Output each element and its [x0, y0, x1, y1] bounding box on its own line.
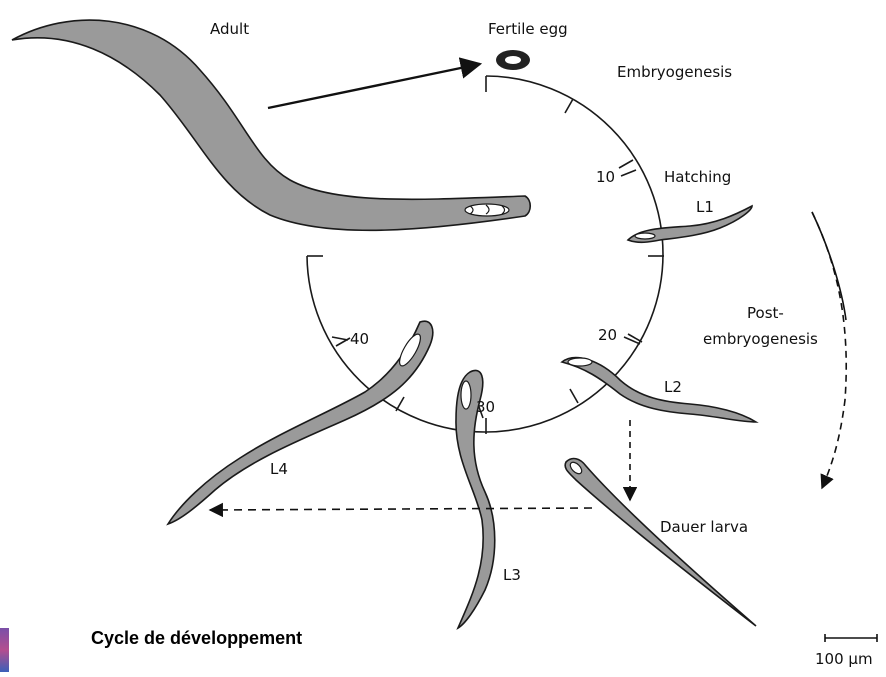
- scale-bar: [824, 634, 878, 642]
- dial-tick: [570, 389, 578, 403]
- adult-worm: [12, 20, 530, 230]
- dauer-larva: [565, 459, 756, 626]
- label-post-line1: Post-: [747, 304, 784, 322]
- label-l4: L4: [270, 460, 288, 478]
- tick-label-30: 30: [476, 398, 495, 416]
- tick-label-40: 40: [350, 330, 369, 348]
- tick-label-20: 20: [598, 326, 617, 344]
- label-dauer-larva: Dauer larva: [660, 518, 748, 536]
- caption-title: Cycle de développement: [91, 628, 302, 649]
- label-post-line2: embryogenesis: [703, 330, 818, 348]
- label-l1: L1: [696, 198, 714, 216]
- label-embryogenesis: Embryogenesis: [617, 63, 732, 81]
- tick-20-leader: [624, 337, 640, 344]
- dial-tick: [628, 334, 642, 342]
- dial-tick: [619, 160, 633, 168]
- label-fertile-egg: Fertile egg: [488, 20, 568, 38]
- l2-larva: [562, 358, 756, 422]
- label-hatching: Hatching: [664, 168, 731, 186]
- label-l3: L3: [503, 566, 521, 584]
- slide-edge-decoration: [0, 628, 9, 672]
- tick-10-leader: [621, 170, 636, 176]
- label-adult: Adult: [210, 20, 249, 38]
- dial-tick: [565, 99, 573, 113]
- tick-40-leader: [332, 337, 348, 340]
- scale-bar-label: 100 µm: [815, 650, 873, 668]
- l1-larva: [628, 206, 752, 242]
- adult-to-egg-arrow: [268, 64, 480, 108]
- l4-larva: [168, 321, 433, 524]
- dial-tick: [396, 397, 404, 411]
- fertile-egg-icon: [496, 50, 530, 70]
- label-l2: L2: [664, 378, 682, 396]
- dauer-to-l4-arrow: [210, 508, 592, 510]
- tick-label-10: 10: [596, 168, 615, 186]
